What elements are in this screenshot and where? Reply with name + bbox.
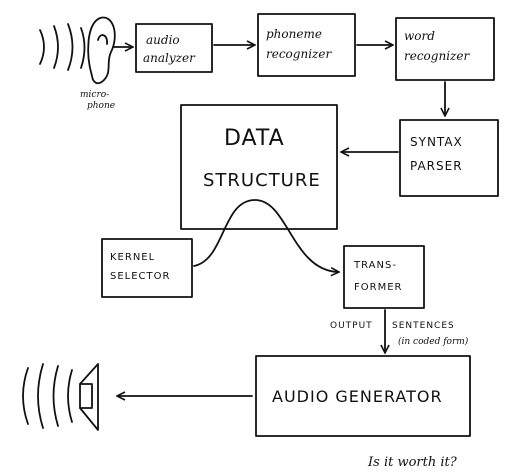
ear-icon: [87, 16, 116, 85]
kernel-selector-label-line1: KERNEL: [110, 252, 155, 263]
loudspeaker-icon: [79, 363, 99, 431]
data-structure-box: [180, 104, 338, 230]
caption: Is it worth it?: [367, 455, 458, 470]
audio-analyzer-label-line2: analyzer: [143, 51, 196, 65]
word-recognizer-label-line2: recognizer: [404, 49, 470, 63]
phoneme-recognizer-label-line1: phoneme: [266, 27, 322, 41]
word-recognizer-box: [395, 17, 495, 81]
arrow-kernel-to-transformer: [193, 199, 338, 272]
word-recognizer-label-line1: word: [404, 29, 435, 43]
data-structure-label-line2: STRUCTURE: [203, 170, 321, 191]
kernel-selector-label-line2: SELECTOR: [110, 271, 170, 282]
audio-analyzer-box: [135, 23, 213, 73]
syntax-parser-label-line2: PARSER: [410, 159, 463, 173]
output-label: OUTPUT: [330, 321, 373, 331]
audio-analyzer-label-line1: audio: [146, 33, 180, 47]
transformer-label-line1: TRANS-: [353, 260, 397, 271]
audio-generator-label: AUDIO GENERATOR: [272, 387, 443, 406]
coded-form-label: (in coded form): [398, 336, 469, 347]
sound-waves-out-icon: [22, 363, 73, 429]
transformer-box: [343, 245, 425, 309]
microphone-label-line2: phone: [87, 101, 115, 111]
sentences-label: SENTENCES: [392, 321, 455, 331]
transformer-label-line2: FORMER: [354, 282, 402, 293]
syntax-parser-label-line1: SYNTAX: [410, 135, 463, 149]
syntax-parser-box: [399, 119, 499, 197]
microphone-label-line1: micro-: [80, 90, 109, 100]
kernel-selector-box: [101, 238, 193, 298]
data-structure-label-line1: DATA: [224, 126, 285, 151]
phoneme-recognizer-box: [257, 13, 356, 77]
audio-generator-box: [255, 355, 471, 437]
sound-waves-in-icon: [39, 23, 86, 71]
phoneme-recognizer-label-line2: recognizer: [266, 47, 332, 61]
